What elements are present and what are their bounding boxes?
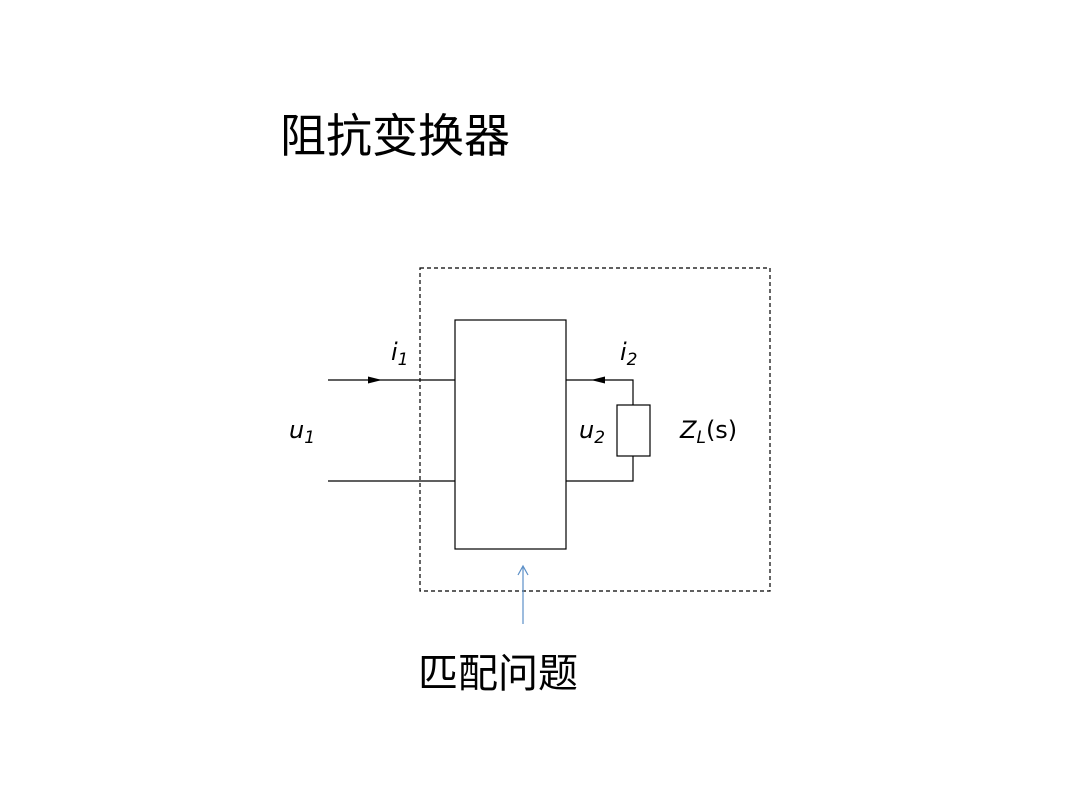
two-port-network-box (454, 319, 567, 550)
caption-matching-problem: 匹配问题 (418, 651, 578, 697)
load-impedance-box (616, 404, 651, 457)
pointer-arrow-head (517, 564, 529, 576)
i2-label: i2 (620, 338, 638, 370)
load-impedance-label: ZL(s) (679, 416, 737, 448)
slide-title: 阻抗变换器 (280, 109, 510, 163)
output-top-wire (566, 379, 634, 405)
dashed-enclosure (419, 267, 771, 592)
u1-label: u1 (289, 416, 315, 448)
i1-label: i1 (391, 338, 409, 370)
i1-direction-arrow (368, 376, 382, 384)
output-bottom-wire (566, 456, 634, 482)
u2-label: u2 (579, 416, 605, 448)
i2-direction-arrow (591, 376, 605, 384)
